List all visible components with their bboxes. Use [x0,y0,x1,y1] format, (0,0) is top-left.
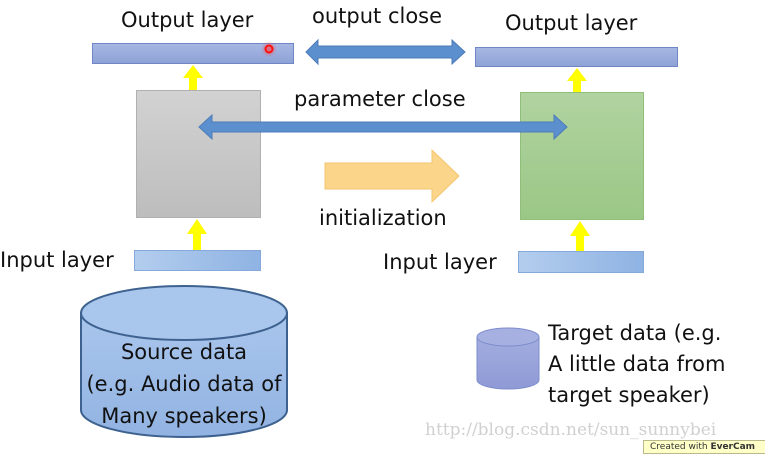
initialization-arrow [324,148,460,204]
source-input-layer-bar [134,250,261,271]
source-input-layer-label: Input layer [0,248,114,272]
target-model-box [520,92,644,220]
evercam-prefix: Created with [650,442,711,452]
source-data-cylinder [80,285,288,438]
target-output-layer-bar [475,47,678,67]
evercam-badge: Created with EverCam [643,440,765,454]
source-data-line-1: Source data [120,340,248,364]
evercam-brand: EverCam [710,442,756,452]
source-model-box [136,90,261,218]
parameter-close-label: parameter close [294,87,466,111]
initialization-label: initialization [319,206,447,230]
output-close-label: output close [312,4,443,28]
target-data-cylinder [476,327,540,390]
source-output-layer-bar [92,43,294,64]
target-data-line-2: A little data from [548,352,726,376]
target-up-arrow-top [567,68,587,92]
output-close-arrow [305,38,466,66]
target-data-text: Target data (e.g. A little data from tar… [548,318,725,411]
target-data-line-3: target speaker) [548,383,710,407]
target-up-arrow-bottom [570,221,590,251]
source-output-layer-label: Output layer [121,8,254,32]
source-up-arrow-bottom [187,219,207,250]
source-data-text: Source data (e.g. Audio data of Many spe… [81,336,287,432]
target-input-layer-label: Input layer [383,250,497,274]
watermark-url: http://blog.csdn.net/sun_sunnybei [425,420,717,440]
target-output-layer-label: Output layer [505,11,638,35]
source-data-line-2: (e.g. Audio data of [86,372,282,396]
target-input-layer-bar [518,251,644,273]
source-up-arrow-top [183,65,203,90]
cursor-indicator-icon [261,41,277,57]
parameter-close-arrow [198,113,568,141]
source-data-line-3: Many speakers) [101,404,267,428]
target-data-line-1: Target data (e.g. [548,321,722,345]
